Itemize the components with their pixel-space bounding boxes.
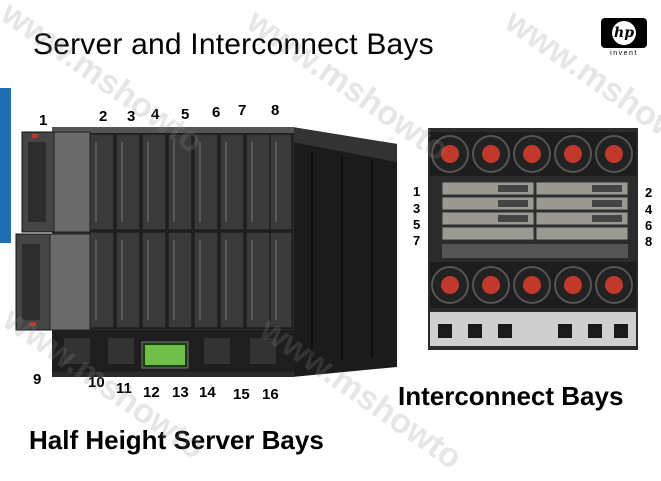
server-bay-number: 9 (33, 371, 42, 388)
accent-bar (0, 88, 11, 243)
interconnect-bays-label: Interconnect Bays (398, 381, 624, 411)
logo-circle (612, 21, 636, 45)
interconnect-bay-number: 1 (413, 184, 421, 199)
interconnect-bay-number: 7 (413, 233, 421, 248)
server-bay-number: 6 (212, 104, 221, 121)
server-bay-number: 1 (39, 112, 48, 129)
server-bay-number: 15 (233, 386, 250, 403)
server-bay-number: 8 (271, 102, 280, 119)
interconnect-bay-number: 2 (645, 185, 653, 200)
server-bay-number: 14 (199, 384, 216, 401)
server-bay-number: 5 (181, 106, 190, 123)
interconnect-bay-number: 3 (413, 201, 421, 216)
server-bay-number: 16 (262, 386, 279, 403)
hp-logo: hp invent (601, 18, 647, 58)
logo-tagline: invent (610, 50, 638, 57)
server-bay-number: 13 (172, 384, 189, 401)
logo-text: hp (614, 25, 634, 41)
server-bay-number: 3 (127, 108, 136, 125)
interconnect-bay-number: 8 (645, 234, 653, 249)
half-height-server-bays-label: Half Height Server Bays (29, 425, 324, 455)
server-bay-number: 12 (143, 384, 160, 401)
server-bay-number: 10 (88, 374, 105, 391)
interconnect-bay-number: 5 (413, 217, 421, 232)
interconnect-enclosure-image (428, 128, 638, 350)
server-bay-number: 4 (151, 106, 160, 123)
server-bay-number: 2 (99, 108, 108, 125)
slide-title: Server and Interconnect Bays (33, 28, 434, 61)
interconnect-bay-number: 6 (645, 218, 653, 233)
blade-enclosure-image (15, 127, 397, 377)
server-bay-number: 11 (116, 380, 132, 397)
interconnect-bay-number: 4 (645, 202, 653, 217)
server-bay-number: 7 (238, 102, 247, 119)
